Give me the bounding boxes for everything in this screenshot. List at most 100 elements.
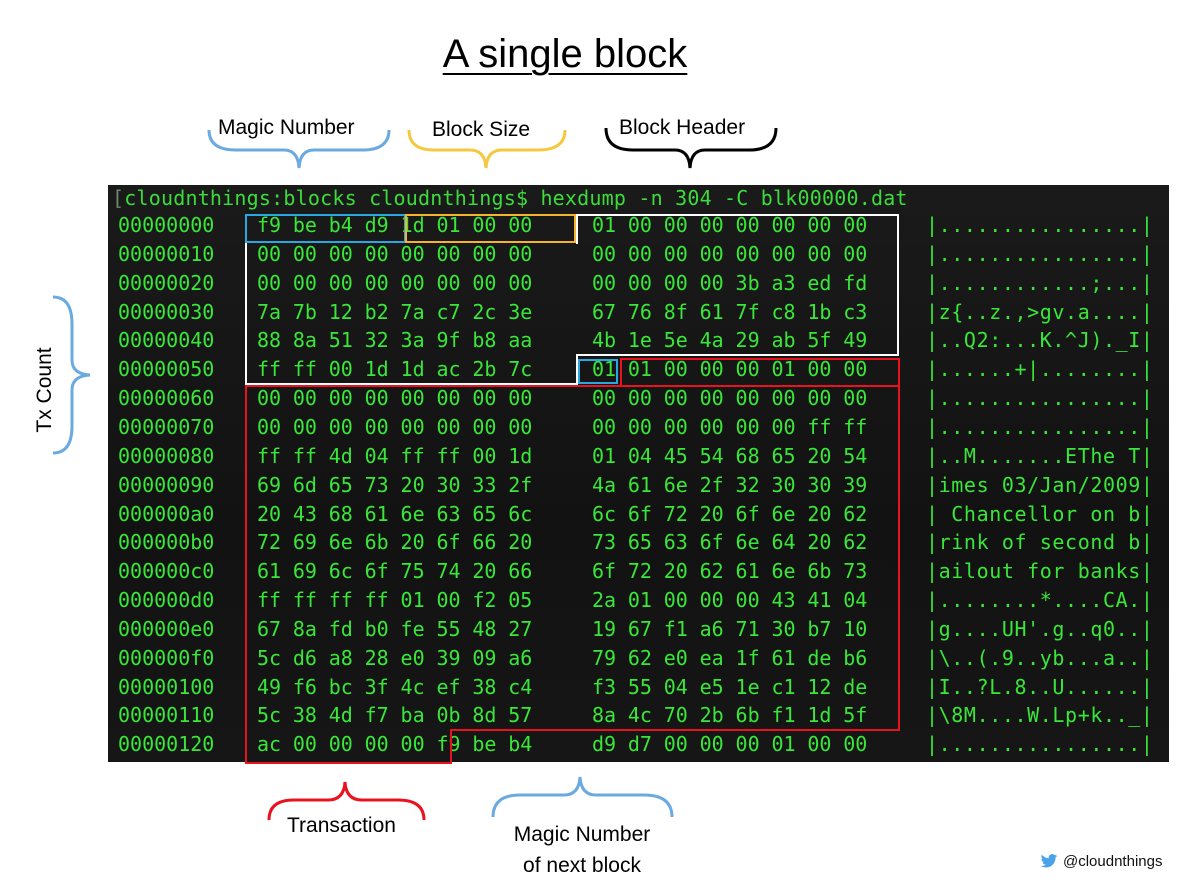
label-transaction: Transaction <box>287 814 396 837</box>
twitter-handle[interactable]: @cloudnthings <box>1040 853 1162 870</box>
hex-byte: 2f <box>508 472 533 497</box>
hex-byte: 00 <box>663 357 688 382</box>
hex-byte: 1d <box>508 443 533 468</box>
hex-byte: 70 <box>663 703 688 728</box>
hex-byte: 00 <box>328 414 353 439</box>
hex-byte: 01 <box>771 357 796 382</box>
terminal-prompt: [cloudnthings:blocks cloudnthings$ hexdu… <box>112 186 908 210</box>
row-ascii: |................| <box>926 386 1154 411</box>
hex-byte: 00 <box>328 386 353 411</box>
hex-byte: b4 <box>508 732 533 757</box>
hex-byte: 20 <box>400 530 425 555</box>
hex-byte: 33 <box>472 472 497 497</box>
hex-byte: 30 <box>807 472 832 497</box>
hex-byte: 00 <box>771 386 796 411</box>
hex-byte: ff <box>843 414 868 439</box>
hex-byte: 00 <box>256 241 282 266</box>
hex-byte: 43 <box>771 588 796 613</box>
hex-byte: 00 <box>843 213 868 237</box>
hex-byte: b2 <box>364 299 389 324</box>
hex-byte: 00 <box>699 270 724 295</box>
hex-byte: 74 <box>436 559 461 584</box>
hex-byte: 2b <box>472 357 497 382</box>
hex-byte: f3 <box>591 674 617 699</box>
hex-byte: 3a <box>400 328 425 353</box>
hex-byte: 00 <box>472 213 497 237</box>
hex-byte: 62 <box>699 559 724 584</box>
brace-block-header-icon <box>604 127 778 169</box>
hex-byte: ff <box>436 443 461 468</box>
hex-byte: 00 <box>735 213 760 237</box>
hex-byte: f2 <box>472 588 497 613</box>
hex-byte: 00 <box>328 270 353 295</box>
hex-byte: b4 <box>328 213 353 237</box>
hex-byte: 62 <box>843 501 868 526</box>
hex-byte: e0 <box>663 645 688 670</box>
hex-byte: 00 <box>699 588 724 613</box>
hex-byte: d7 <box>627 732 652 757</box>
row-offset: 00000100 <box>118 674 215 699</box>
hex-byte: fe <box>400 616 425 641</box>
hex-byte: 30 <box>771 472 796 497</box>
hex-byte: 00 <box>508 213 533 237</box>
row-offset: 00000090 <box>118 472 215 497</box>
row-offset: 000000f0 <box>118 645 215 670</box>
hex-byte: 41 <box>807 588 832 613</box>
hex-byte: 5c <box>256 645 282 670</box>
hex-byte: 62 <box>627 645 652 670</box>
hex-byte: 00 <box>771 414 796 439</box>
hex-byte: de <box>843 674 868 699</box>
hex-byte: 4c <box>627 703 652 728</box>
hex-byte: 00 <box>807 386 832 411</box>
hex-byte: 67 <box>591 299 617 324</box>
hex-byte: 00 <box>400 270 425 295</box>
hex-byte: a6 <box>508 645 533 670</box>
row-offset: 000000a0 <box>118 501 215 526</box>
hex-byte: 01 <box>400 588 425 613</box>
hex-byte: 66 <box>508 559 533 584</box>
hex-byte: f6 <box>292 674 317 699</box>
hex-byte: 55 <box>436 616 461 641</box>
hex-byte: 00 <box>591 414 617 439</box>
hex-byte: 30 <box>771 616 796 641</box>
hex-byte: 6e <box>771 559 796 584</box>
brace-magic-number-icon <box>207 129 391 169</box>
hex-byte: c3 <box>843 299 868 324</box>
hex-byte: 00 <box>807 732 832 757</box>
prompt-command: cloudnthings:blocks cloudnthings$ hexdum… <box>124 186 908 210</box>
hex-byte: ab <box>771 328 796 353</box>
hex-byte: 30 <box>436 472 461 497</box>
hex-byte: c8 <box>771 299 796 324</box>
hex-byte: 2b <box>699 703 724 728</box>
hex-byte: 76 <box>627 299 652 324</box>
hex-byte: 61 <box>256 559 282 584</box>
row-ascii: |................| <box>926 732 1154 757</box>
hex-byte: 57 <box>508 703 533 728</box>
brace-block-size-icon <box>407 129 567 169</box>
hex-byte: 12 <box>328 299 353 324</box>
hex-byte: 00 <box>699 213 724 237</box>
hex-byte: 00 <box>807 357 832 382</box>
hex-byte: 00 <box>472 443 497 468</box>
hex-byte: 00 <box>735 732 760 757</box>
hex-byte: 63 <box>436 501 461 526</box>
hex-byte: 20 <box>508 530 533 555</box>
hex-byte: 00 <box>591 386 617 411</box>
hex-byte: 4b <box>591 328 617 353</box>
hex-byte: 6f <box>436 530 461 555</box>
hex-byte: 54 <box>843 443 868 468</box>
hex-byte: 6e <box>771 501 796 526</box>
hex-byte: 7f <box>735 299 760 324</box>
hex-byte: 48 <box>472 616 497 641</box>
row-ascii: |..M.......EThe T| <box>926 443 1154 468</box>
row-offset: 00000030 <box>118 299 215 324</box>
hex-byte: 73 <box>591 530 617 555</box>
hex-byte: 04 <box>627 443 652 468</box>
hex-byte: 10 <box>843 616 868 641</box>
hex-byte: 49 <box>843 328 868 353</box>
hex-byte: 1e <box>735 674 760 699</box>
hex-byte: 00 <box>699 386 724 411</box>
row-ascii: |\..(.9..yb...a..| <box>926 645 1154 670</box>
hex-byte: ff <box>292 588 317 613</box>
row-ascii: |..Q2:...K.^J)._I| <box>926 328 1154 353</box>
